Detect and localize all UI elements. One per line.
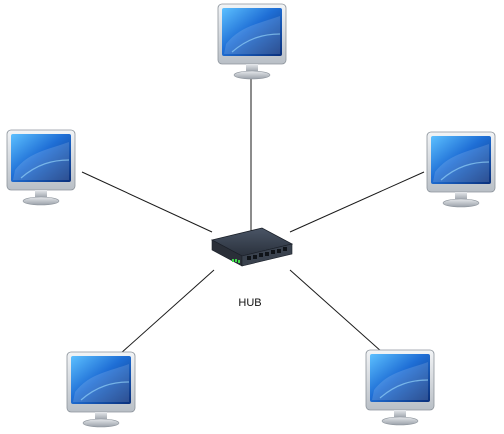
- link-left: [81, 171, 213, 233]
- computer-top: [217, 3, 287, 80]
- monitor-icon: [365, 349, 435, 426]
- network-hub-icon: [210, 227, 294, 267]
- link-bottom-right: [289, 269, 383, 353]
- computer-right: [426, 131, 496, 208]
- computer-bottom-left: [66, 351, 136, 428]
- monitor-icon: [66, 351, 136, 428]
- monitor-icon: [426, 131, 496, 208]
- link-right: [289, 171, 425, 233]
- monitor-icon: [217, 3, 287, 80]
- link-bottom-left: [119, 269, 215, 355]
- links: [81, 78, 425, 355]
- computer-bottom-right: [365, 349, 435, 426]
- computer-left: [6, 129, 76, 206]
- monitor-icon: [6, 129, 76, 206]
- hub-label: HUB: [238, 297, 262, 309]
